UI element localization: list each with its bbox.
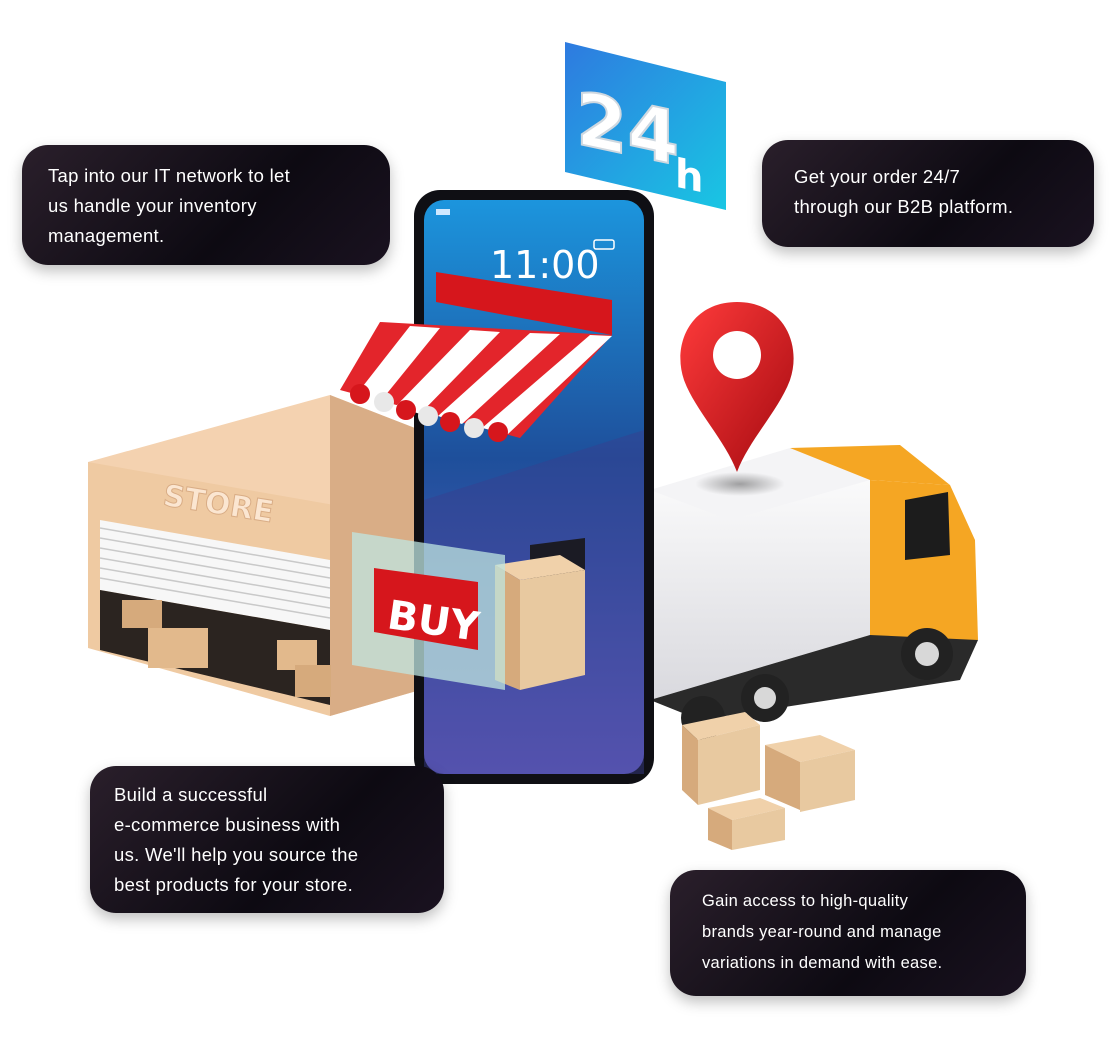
callout-ecommerce: Build a successful e-commerce business w… bbox=[90, 766, 444, 913]
awning-scallops bbox=[350, 384, 508, 442]
callout-ecommerce-line: best products for your store. bbox=[114, 874, 354, 895]
callout-order-line: Get your order 24/7 bbox=[794, 166, 961, 187]
callout-order-line: through our B2B platform. bbox=[794, 196, 1014, 217]
callout-inventory-line: Tap into our IT network to let bbox=[48, 165, 291, 186]
callout-brands-line: variations in demand with ease. bbox=[702, 954, 943, 972]
callout-order: Get your order 24/7 through our B2B plat… bbox=[762, 140, 1094, 247]
callout-brands-line: Gain access to high-quality bbox=[702, 892, 909, 910]
badge-unit: h bbox=[675, 149, 703, 203]
callout-ecommerce-line: Build a successful bbox=[114, 784, 268, 805]
callout-brands: Gain access to high-quality brands year-… bbox=[670, 870, 1026, 996]
callout-ecommerce-line: us. We'll help you source the bbox=[114, 844, 359, 865]
callout-inventory-line: management. bbox=[48, 225, 165, 246]
callout-inventory: Tap into our IT network to let us handle… bbox=[22, 145, 390, 265]
buy-sign: BUY bbox=[352, 532, 505, 690]
cardboard-boxes bbox=[682, 712, 855, 850]
24h-badge: 24 h bbox=[565, 42, 726, 210]
delivery-truck bbox=[650, 445, 978, 740]
callout-inventory-line: us handle your inventory bbox=[48, 195, 257, 216]
location-pin-icon bbox=[680, 302, 794, 496]
phone-clock: 11:00 bbox=[490, 243, 600, 287]
callout-ecommerce-line: e-commerce business with bbox=[114, 814, 341, 835]
callout-brands-line: brands year-round and manage bbox=[702, 923, 942, 941]
